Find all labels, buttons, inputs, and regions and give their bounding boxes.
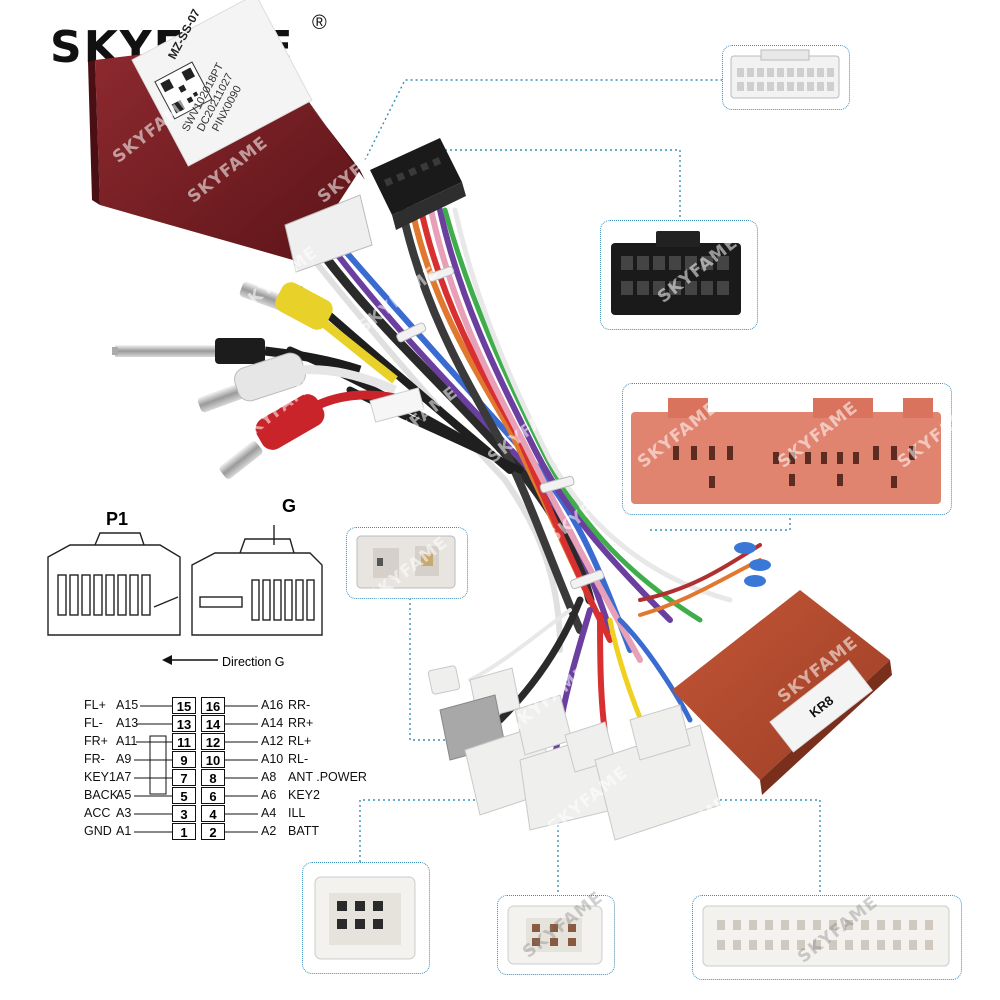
- pin-number: 8: [201, 769, 225, 786]
- direction-arrow-icon: [162, 655, 218, 665]
- leader-line-black-connector: [440, 149, 681, 220]
- pin-row: ACC A3 3 4 A4 ILL: [80, 805, 380, 823]
- pin-right-name: BATT: [288, 824, 320, 838]
- pin-left-code: A5: [116, 788, 132, 802]
- black-connector-icon: [611, 231, 741, 315]
- inset-bottom-right-connector: [692, 895, 962, 980]
- pin-number: 3: [172, 805, 196, 822]
- pin-number: 10: [201, 751, 225, 768]
- pin-right-code: A16: [261, 698, 284, 712]
- pin-right-name: RR-: [288, 698, 311, 712]
- pin-right-code: A2: [261, 824, 277, 838]
- pin-number: 11: [172, 733, 196, 750]
- pin-number: 7: [172, 769, 196, 786]
- pin-row: FR- A9 9 10 A10 RL-: [80, 751, 380, 769]
- connector-outline-drawings: [47, 525, 323, 636]
- pin-right-name: ANT .POWER: [288, 770, 367, 784]
- pin-right-code: A4: [261, 806, 277, 820]
- canbus-decoder-module: [88, 0, 373, 273]
- leader-line-bottom-left: [359, 799, 505, 862]
- pin-number: 4: [201, 805, 225, 822]
- pin-number: 13: [172, 715, 196, 732]
- inset-black-connector: [600, 220, 758, 330]
- pin-right-code: A8: [261, 770, 277, 784]
- black-iso-connector: [370, 138, 466, 230]
- rca-plug-white: [197, 352, 397, 413]
- pin-number: 5: [172, 787, 196, 804]
- salmon-connector-icon: [631, 398, 941, 504]
- small-connector-icon: [356, 535, 456, 589]
- pin-left-name: ACC: [84, 806, 111, 820]
- pin-left-code: A11: [116, 734, 138, 748]
- pin-table: FL+ A15 15 16 A16 RR- FL- A13 13 14 A14 …: [80, 696, 380, 840]
- pin-number: 2: [201, 823, 225, 840]
- pin-left-code: A1: [116, 824, 132, 838]
- rca-plug-red: [219, 390, 396, 479]
- pin-number: 16: [201, 697, 225, 714]
- pin-table-lines: [134, 705, 258, 833]
- pin-left-code: A13: [116, 716, 139, 730]
- bottom-mid-connector-icon: [507, 905, 603, 965]
- pin-left-name: GND: [84, 824, 112, 838]
- wire-bundle: [286, 196, 762, 763]
- direction-label: Direction G: [222, 655, 285, 669]
- inset-small-connector: [346, 527, 468, 599]
- blue-tip-connectors: [734, 542, 771, 587]
- pin-right-name: ILL: [288, 806, 306, 820]
- white-connectors: [427, 665, 721, 841]
- pin-row: GND A1 1 2 A2 BATT: [80, 823, 380, 841]
- cable-ties: [396, 266, 605, 590]
- p1-connector-drawing: [47, 532, 181, 636]
- rca-label-tag: [369, 387, 425, 423]
- canbus-box: KR8: [672, 590, 892, 795]
- pin-left-code: A9: [116, 752, 132, 766]
- inset-top-white-connector: [722, 45, 850, 110]
- pin-right-code: A14: [261, 716, 284, 730]
- inset-bottom-left-connector: [302, 862, 430, 974]
- pin-number: 1: [172, 823, 196, 840]
- rca-plug-yellow: [239, 281, 398, 384]
- pin-right-code: A12: [261, 734, 284, 748]
- pin-right-name: RL+: [288, 734, 312, 748]
- pin-number: 15: [172, 697, 196, 714]
- pin-right-code: A6: [261, 788, 277, 802]
- pin-right-name: RR+: [288, 716, 314, 730]
- pin-left-code: A7: [116, 770, 132, 784]
- pin-number: 14: [201, 715, 225, 732]
- leader-line-top-connector: [364, 79, 722, 161]
- pin-row: FR+ A11 11 12 A12 RL+: [80, 733, 380, 751]
- pin-left-name: KEY1: [84, 770, 116, 784]
- pin-left-name: FR-: [84, 752, 105, 766]
- inset-salmon-connector: [622, 383, 952, 515]
- bottom-right-connector-icon: [702, 905, 950, 967]
- pin-left-name: FR+: [84, 734, 108, 748]
- leader-line-bottom-right: [690, 799, 821, 895]
- pin-left-name: FL-: [84, 716, 103, 730]
- pin-right-name: RL-: [288, 752, 309, 766]
- g-label: G: [282, 496, 297, 516]
- antenna-plug: [112, 338, 362, 375]
- inset-bottom-mid-connector: [497, 895, 615, 975]
- pin-number: 9: [172, 751, 196, 768]
- pin-left-name: FL+: [84, 698, 106, 712]
- pin-row: FL+ A15 15 16 A16 RR-: [80, 697, 380, 715]
- pin-row: BACK A5 5 6 A6 KEY2: [80, 787, 380, 805]
- pin-right-name: KEY2: [288, 788, 320, 802]
- pin-left-code: A3: [116, 806, 132, 820]
- bottom-left-connector-icon: [314, 876, 416, 960]
- top-white-connector-icon: [730, 49, 840, 99]
- p1-label: P1: [106, 509, 129, 529]
- pin-row: KEY1 A7 7 8 A8 ANT .POWER: [80, 769, 380, 787]
- g-connector-drawing: [191, 525, 323, 636]
- pin-right-code: A10: [261, 752, 284, 766]
- registered-mark: ®: [312, 12, 327, 34]
- pin-left-name: BACK: [84, 788, 119, 802]
- pin-number: 12: [201, 733, 225, 750]
- pin-number: 6: [201, 787, 225, 804]
- pin-left-code: A15: [116, 698, 139, 712]
- leader-line-salmon-connector: [650, 515, 791, 531]
- pin-row: FL- A13 13 14 A14 RR+: [80, 715, 380, 733]
